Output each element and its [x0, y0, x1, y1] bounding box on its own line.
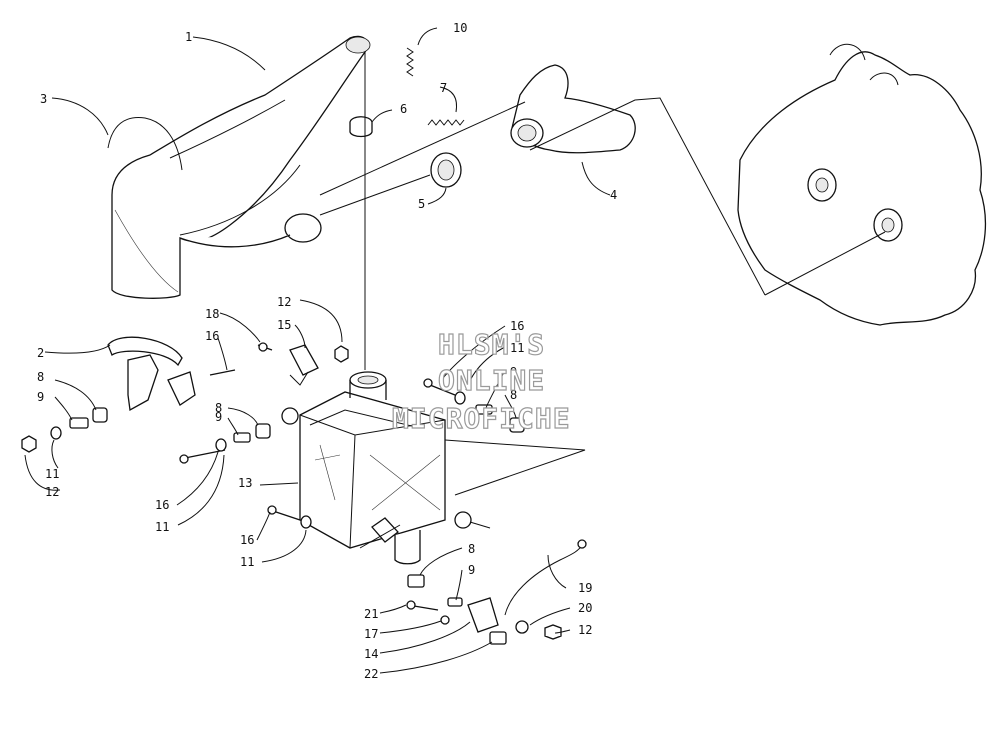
callout-9-left: 9 — [37, 390, 44, 404]
watermark: HLSM'S ONLINE MICROFICHE — [391, 327, 571, 435]
callout-3: 3 — [40, 92, 47, 106]
callout-17: 17 — [364, 627, 378, 641]
callout-15: 15 — [277, 318, 291, 332]
leader-lines — [24, 27, 886, 674]
grommet — [349, 116, 373, 138]
callout-6: 6 — [400, 102, 407, 116]
engine-outline — [737, 43, 987, 326]
ground-wire — [504, 539, 587, 616]
callout-12-left: 12 — [45, 485, 59, 499]
callout-8-left: 8 — [37, 370, 44, 384]
hanger-wire — [107, 116, 183, 171]
callout-16-mid: 16 — [155, 498, 169, 512]
right-hardware — [423, 378, 525, 433]
lower-bracket — [406, 574, 562, 645]
left-hardware — [21, 342, 349, 529]
callout-10: 10 — [453, 21, 467, 35]
callout-7: 7 — [440, 81, 447, 95]
callout-16-right: 16 — [510, 319, 524, 333]
watermark-line-3: MICROFICHE — [392, 402, 571, 435]
callout-19: 19 — [578, 581, 592, 595]
callout-8-lower: 8 — [468, 542, 475, 556]
callout-22: 22 — [364, 667, 378, 681]
watermark-line-2: ONLINE — [438, 364, 545, 397]
callout-11-right: 11 — [510, 341, 524, 355]
callout-21: 21 — [364, 607, 378, 621]
callout-11-lower: 11 — [240, 555, 254, 569]
muffler-bracket — [289, 344, 319, 376]
expansion-chamber — [111, 35, 371, 299]
spring-7 — [427, 119, 465, 126]
callout-11-left: 11 — [45, 467, 59, 481]
callout-2: 2 — [37, 346, 44, 360]
callout-12-upper: 12 — [277, 295, 291, 309]
callout-8-right: 8 — [510, 388, 517, 402]
mounting-bracket — [107, 336, 196, 412]
callout-13: 13 — [238, 476, 252, 490]
callout-12-lower: 12 — [578, 623, 592, 637]
callout-18: 18 — [205, 307, 219, 321]
exhaust-manifold — [510, 64, 636, 154]
callout-9-right: 9 — [510, 365, 517, 379]
spring-10 — [406, 47, 414, 77]
callout-20: 20 — [578, 601, 592, 615]
callout-9-mid: 9 — [215, 410, 222, 424]
callout-9-lower: 9 — [468, 563, 475, 577]
callout-16-lower: 16 — [240, 533, 254, 547]
gasket — [430, 152, 462, 188]
callout-1: 1 — [185, 30, 192, 44]
callouts: 1 3 10 7 6 5 4 2 8 9 11 12 18 16 12 15 8… — [37, 21, 617, 681]
callout-16-upper: 16 — [205, 329, 219, 343]
muffler — [281, 371, 472, 565]
callout-8-mid: 8 — [215, 401, 222, 415]
callout-11-mid: 11 — [155, 520, 169, 534]
callout-4: 4 — [610, 188, 617, 202]
callout-5: 5 — [418, 197, 425, 211]
watermark-line-1: HLSM'S — [438, 328, 545, 361]
callout-14: 14 — [364, 647, 378, 661]
